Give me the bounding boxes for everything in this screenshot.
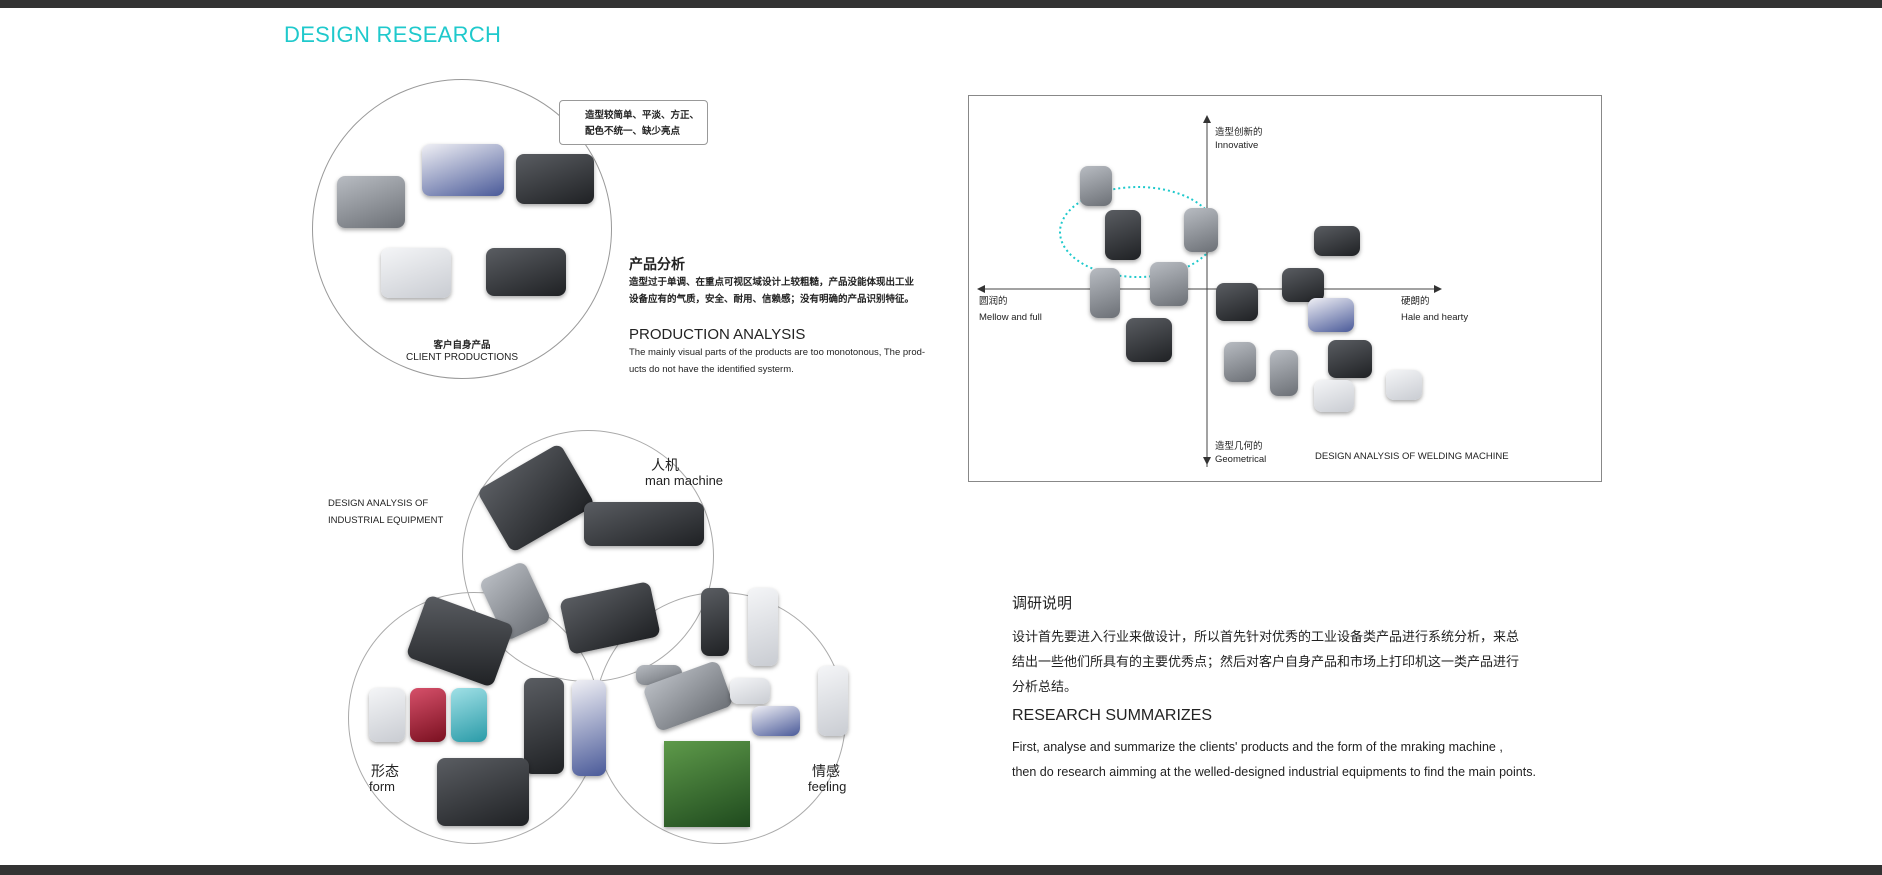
client-products-circle — [312, 79, 612, 379]
callout-line: 造型较简单、平淡、方正、 — [585, 110, 700, 121]
axis-left-en: Mellow and full — [979, 312, 1042, 323]
printer-image — [1090, 268, 1120, 318]
printer-image — [1282, 268, 1324, 302]
analysis-title-en: PRODUCTION ANALYSIS — [629, 326, 806, 343]
top-frame-bar — [0, 0, 1882, 8]
client-printer-image — [381, 248, 451, 298]
device-image — [752, 706, 800, 736]
camera-teal-image — [451, 688, 487, 742]
summary-text-cn: 设计首先要进入行业来做设计，所以首先针对优秀的工业设备类产品进行系统分析，来总 — [1012, 629, 1520, 644]
printer-image — [1184, 208, 1218, 252]
summary-title-en: RESEARCH SUMMARIZES — [1012, 707, 1213, 724]
axis-top-cn: 造型创新的 — [1215, 127, 1263, 138]
venn-top-label-cn: 人机 — [651, 457, 679, 473]
analysis-text-en: ucts do not have the identified systerm. — [629, 364, 794, 375]
callout-line: 配色不统一、缺少亮点 — [585, 126, 681, 137]
venn-right-label-cn: 情感 — [812, 763, 840, 779]
analysis-text-cn: 设备应有的气质，安全、耐用、信赖感；没有明确的产品识别特征。 — [629, 294, 915, 305]
client-printer-image — [486, 248, 566, 296]
printer-image — [1386, 370, 1422, 400]
bottom-frame-bar — [0, 865, 1882, 875]
analysis-title-cn: 产品分析 — [629, 256, 685, 272]
camera-white-image — [369, 688, 405, 742]
summary-text-cn: 分析总结。 — [1012, 679, 1078, 694]
device-image — [730, 678, 770, 704]
analysis-text-en: The mainly visual parts of the products … — [629, 347, 926, 358]
axis-bottom-cn: 造型几何的 — [1215, 441, 1263, 452]
summary-text-en: then do research aimming at the welled-d… — [1012, 765, 1536, 779]
client-circle-label-en: CLIENT PRODUCTIONS — [405, 352, 519, 363]
venn-left-label-en: form — [369, 779, 395, 794]
page-title: DESIGN RESEARCH — [284, 22, 502, 47]
axis-right-cn: 硬朗的 — [1401, 296, 1430, 307]
printer-image — [1105, 210, 1141, 260]
welding-machine-positioning-map — [968, 95, 1602, 482]
client-callout-box: 造型较简单、平淡、方正、 配色不统一、缺少亮点 — [559, 100, 708, 145]
printer-image — [1126, 318, 1172, 362]
printer-image — [1080, 166, 1112, 206]
venn-right-label-en: feeling — [808, 779, 847, 794]
printer-image — [1314, 226, 1360, 256]
venn-top-label-en: man machine — [645, 473, 724, 488]
axis-bottom-en: Geometrical — [1215, 454, 1267, 465]
thermal-camera-image — [437, 758, 529, 826]
printer-image — [1328, 340, 1372, 378]
cordless-phone-image — [701, 588, 729, 656]
device-image — [818, 666, 848, 736]
axis-right-en: Hale and hearty — [1401, 312, 1469, 323]
summary-text-cn: 结出一些他们所具有的主要优秀点；然后对客户自身产品和市场上打印机这一类产品进行 — [1012, 654, 1520, 669]
handheld-terminal-image — [524, 678, 564, 774]
industrial-title: DESIGN ANALYSIS OF — [328, 498, 429, 509]
summary-title-cn: 调研说明 — [1012, 595, 1073, 612]
client-printer-image — [337, 176, 405, 228]
axis-top-en: Innovative — [1215, 140, 1259, 151]
printer-image — [1270, 350, 1298, 396]
device-closeup-image — [664, 741, 750, 827]
printer-image — [1308, 298, 1354, 332]
camera-red-image — [410, 688, 446, 742]
venn-left-label-cn: 形态 — [371, 763, 399, 779]
printer-image — [1314, 380, 1354, 412]
map-caption: DESIGN ANALYSIS OF WELDING MACHINE — [1315, 451, 1509, 462]
printer-image — [1224, 342, 1256, 382]
printer-image — [1150, 262, 1188, 306]
printer-image — [1216, 283, 1258, 321]
client-printer-image — [516, 154, 594, 204]
camcorder-image — [584, 502, 704, 546]
client-printer-image — [422, 144, 504, 196]
analysis-text-cn: 造型过于单调、在重点可视区域设计上较粗糙，产品没能体现出工业 — [629, 277, 915, 288]
axis-left-cn: 圆润的 — [979, 296, 1008, 307]
summary-text-en: First, analyse and summarize the clients… — [1012, 740, 1503, 754]
industrial-title: INDUSTRIAL EQUIPMENT — [328, 515, 444, 526]
scanner-image — [572, 680, 606, 776]
client-circle-label-cn: 客户自身产品 — [433, 340, 491, 351]
cordless-phone-image — [748, 588, 778, 666]
